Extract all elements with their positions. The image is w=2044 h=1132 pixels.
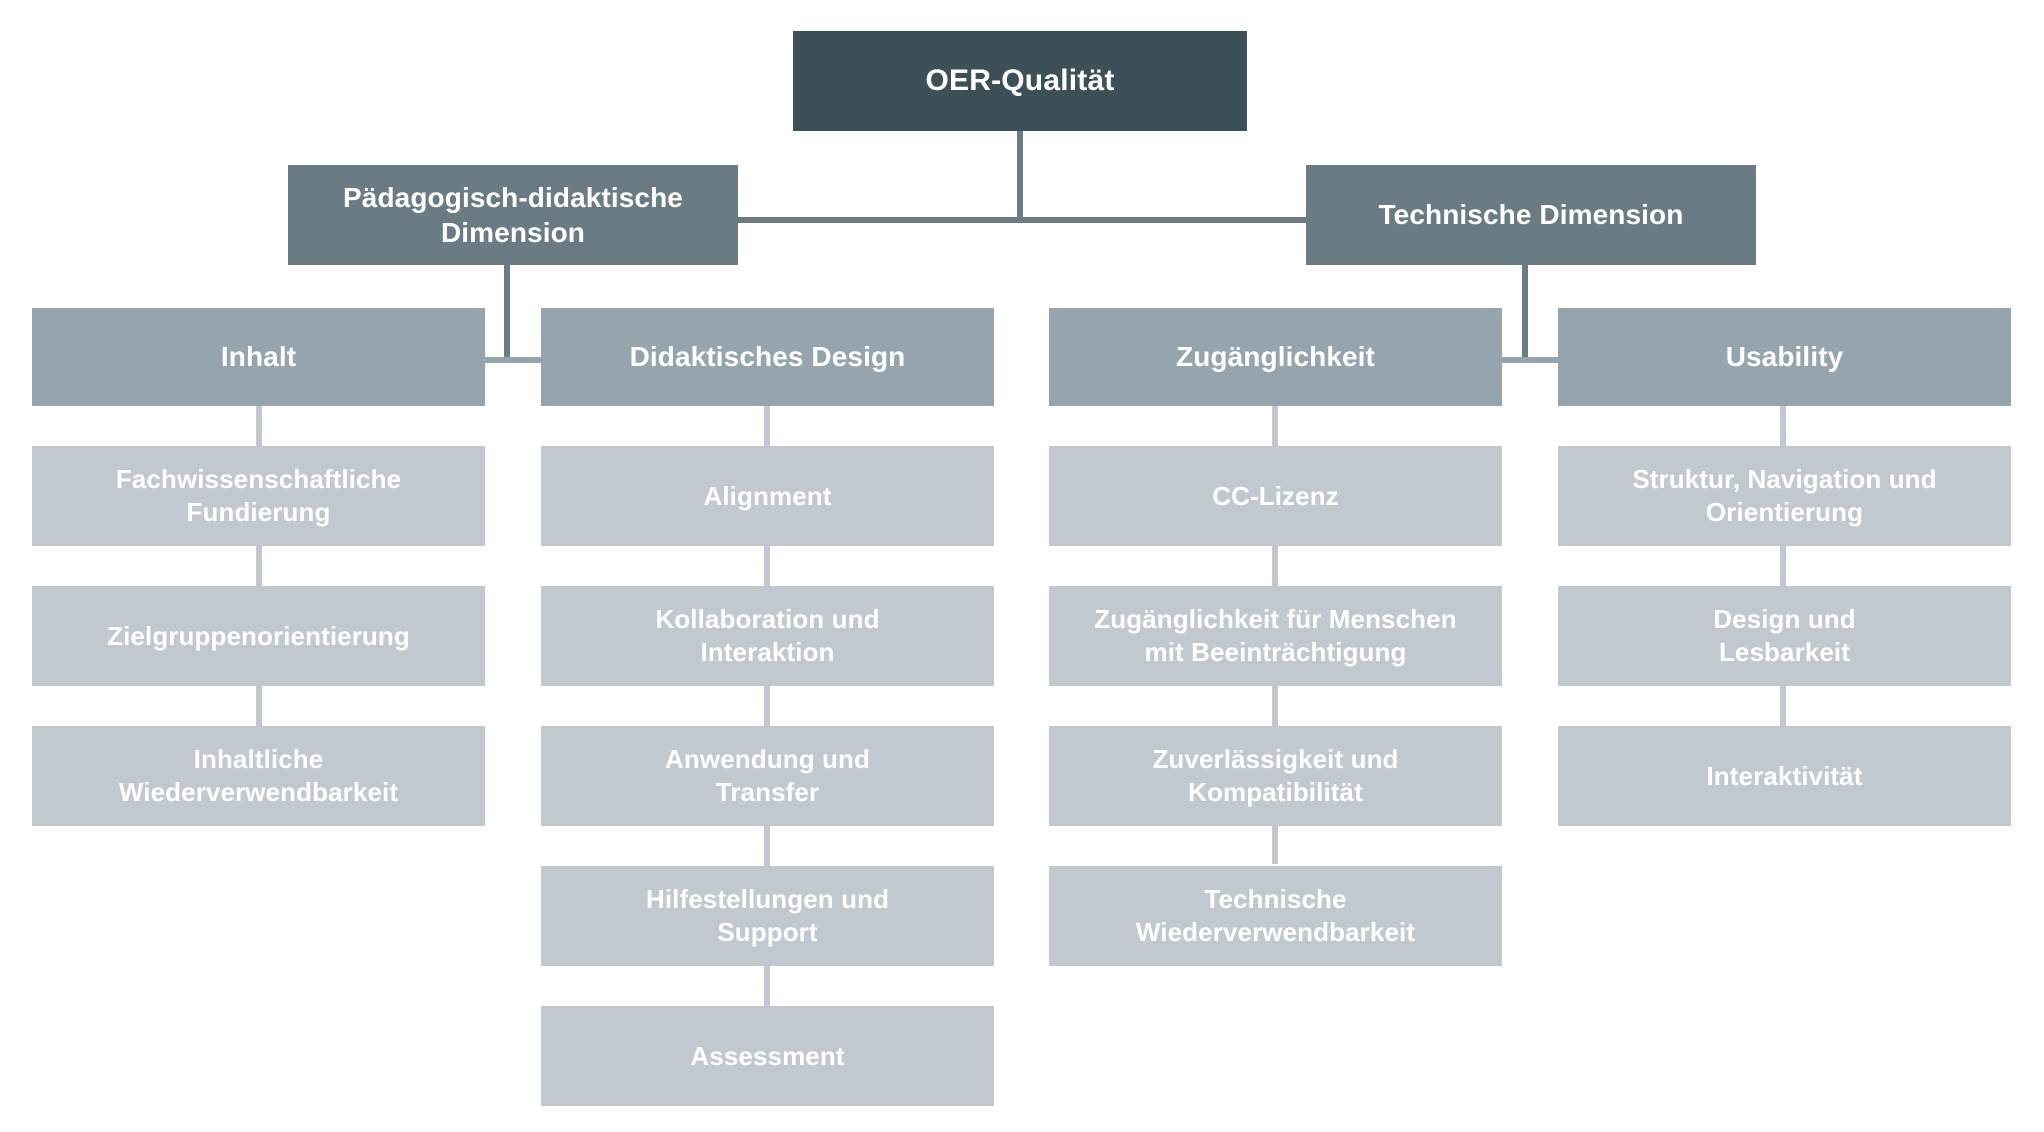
node-cc-lizenz[interactable]: CC-Lizenz	[1049, 446, 1502, 546]
node-technische-dimension[interactable]: Technische Dimension	[1306, 165, 1756, 265]
node-anwendung-und-transfer[interactable]: Anwendung und Transfer	[541, 726, 994, 826]
node-interaktivitaet[interactable]: Interaktivität	[1558, 726, 2011, 826]
node-zugaenglichkeit-fuer-menschen-mit-beeintraechtigung[interactable]: Zugänglichkeit für Menschen mit Beeinträ…	[1049, 586, 1502, 686]
node-kollaboration-und-interaktion[interactable]: Kollaboration und Interaktion	[541, 586, 994, 686]
node-technische-wiederverwendbarkeit[interactable]: Technische Wiederverwendbarkeit	[1049, 866, 1502, 966]
connector-column-didaktisches-design	[764, 406, 770, 1006]
node-struktur-navigation-und-orientierung[interactable]: Struktur, Navigation und Orientierung	[1558, 446, 2011, 546]
node-hilfestellungen-und-support[interactable]: Hilfestellungen und Support	[541, 866, 994, 966]
node-zuverlaessigkeit-und-kompatibilitaet[interactable]: Zuverlässigkeit und Kompatibilität	[1049, 726, 1502, 826]
node-paedagogisch-didaktische-dimension[interactable]: Pädagogisch-didaktische Dimension	[288, 165, 738, 265]
node-usability[interactable]: Usability	[1558, 308, 2011, 406]
connector-pedagogical-stem	[504, 265, 510, 360]
node-fachwissenschaftliche-fundierung[interactable]: Fachwissenschaftliche Fundierung	[32, 446, 485, 546]
node-zielgruppenorientierung[interactable]: Zielgruppenorientierung	[32, 586, 485, 686]
connector-dimension-bus	[738, 217, 1306, 223]
connector-pedagogical-bus	[485, 357, 541, 363]
connector-technical-stem	[1522, 265, 1528, 360]
node-design-und-lesbarkeit[interactable]: Design und Lesbarkeit	[1558, 586, 2011, 686]
node-alignment[interactable]: Alignment	[541, 446, 994, 546]
node-didaktisches-design[interactable]: Didaktisches Design	[541, 308, 994, 406]
node-inhalt[interactable]: Inhalt	[32, 308, 485, 406]
connector-root-stem	[1017, 130, 1023, 220]
connector-technical-bus	[1502, 357, 1558, 363]
node-zugaenglichkeit[interactable]: Zugänglichkeit	[1049, 308, 1502, 406]
node-assessment[interactable]: Assessment	[541, 1006, 994, 1106]
node-inhaltliche-wiederverwendbarkeit[interactable]: Inhaltliche Wiederverwendbarkeit	[32, 726, 485, 826]
node-oer-qualitaet[interactable]: OER-Qualität	[793, 31, 1247, 131]
